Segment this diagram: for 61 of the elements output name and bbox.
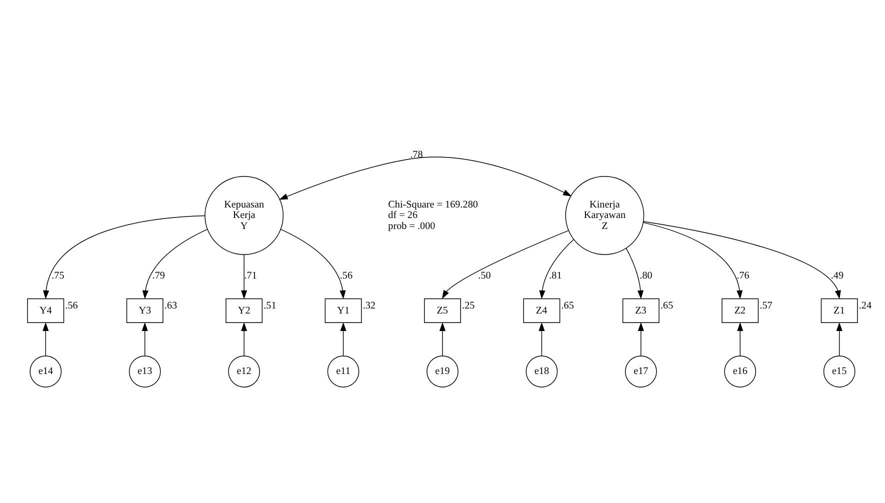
label: df = 26: [388, 210, 418, 222]
arrow: [442, 230, 569, 299]
node-label: .63: [164, 300, 178, 312]
edge-label: .76: [736, 270, 750, 282]
node-circle: e18: [526, 356, 558, 388]
arrow: [642, 222, 743, 300]
node-label: .24: [858, 300, 872, 312]
node-label: .32: [362, 300, 376, 312]
node-box: Z5: [424, 298, 461, 324]
arrow: [279, 156, 572, 200]
node-circle: e16: [724, 356, 756, 388]
node-circle: e13: [128, 356, 161, 388]
arrow: [626, 248, 644, 300]
node-box: Z3: [622, 298, 660, 324]
arrow: [538, 322, 545, 356]
arrow: [643, 221, 841, 300]
edge-label: .56: [340, 270, 353, 282]
label: Chi-Square = 169.280: [388, 199, 478, 210]
node-box: Y2: [226, 298, 263, 324]
node-box: Z2: [722, 298, 759, 324]
node-label: .57: [760, 300, 772, 312]
node-circle: e11: [327, 356, 360, 388]
edge-label: .80: [640, 270, 652, 282]
arrow: [439, 322, 446, 356]
node-circle: e15: [823, 356, 856, 388]
node-label: .51: [264, 300, 276, 312]
arrow: [142, 322, 148, 356]
arrow: [539, 239, 574, 300]
edge-label: .78: [410, 150, 423, 161]
node-circle: e12: [228, 356, 260, 388]
edge-label: .71: [244, 270, 257, 282]
arrow: [42, 322, 49, 356]
node-label: .25: [462, 300, 475, 312]
node-box: Y3: [126, 298, 164, 324]
edge-label: .79: [152, 270, 165, 282]
edge-label: .50: [478, 270, 491, 282]
arrow: [241, 254, 248, 300]
node-label: .65: [660, 300, 674, 312]
node-circle: e17: [625, 356, 657, 388]
node-circle: Kinerja Karyawan Z: [565, 176, 644, 255]
arrow: [142, 228, 208, 300]
node-circle: Kepuasan Kerja Y: [204, 176, 284, 255]
arrow: [241, 322, 248, 356]
arrow: [638, 322, 644, 356]
node-box: Y1: [324, 298, 362, 324]
node-circle: e14: [30, 356, 62, 388]
node-circle: e19: [426, 356, 458, 388]
arrow: [836, 322, 842, 356]
edge-label: .75: [52, 270, 64, 282]
edge-label: .81: [549, 270, 562, 282]
arrow: [43, 215, 206, 300]
node-label: .65: [561, 300, 574, 312]
node-box: Y4: [27, 298, 64, 324]
node-box: Z4: [523, 298, 560, 324]
edge-label: .49: [830, 270, 844, 282]
arrow: [340, 322, 346, 356]
arrow: [737, 322, 744, 356]
node-label: .56: [65, 300, 78, 312]
node-box: Z1: [820, 298, 858, 324]
label: prob = .000: [388, 221, 436, 232]
arrow: [280, 228, 346, 300]
